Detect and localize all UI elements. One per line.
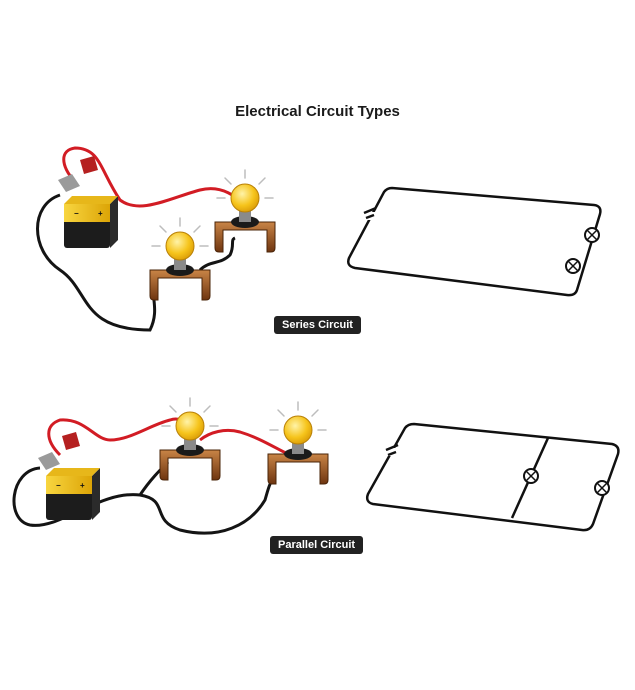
black-wire [198,236,236,272]
red-wire [62,146,247,213]
alligator-clip [80,156,98,174]
parallel-schematic [365,422,620,532]
bulb-symbol [523,468,539,484]
alligator-clip [58,174,80,192]
black-wire [12,466,276,535]
bulb-symbol [565,258,581,274]
series-circuit-label: Series Circuit [274,316,361,334]
parallel-illustration [12,397,329,535]
battery [64,196,118,248]
battery [46,468,100,520]
parallel-circuit-label: Parallel Circuit [270,536,364,554]
series-schematic [347,186,602,297]
alligator-clip [38,452,60,470]
series-illustration [36,146,276,332]
lamp [214,169,276,253]
page-title: Electrical Circuit Types [235,103,400,120]
lamp [159,397,221,481]
lamp [267,401,329,485]
black-wire [36,193,157,332]
bulb-symbol [584,227,600,243]
lamp [149,217,211,301]
red-wire [199,428,291,457]
bulb-symbol [594,480,610,496]
alligator-clip [62,432,80,450]
